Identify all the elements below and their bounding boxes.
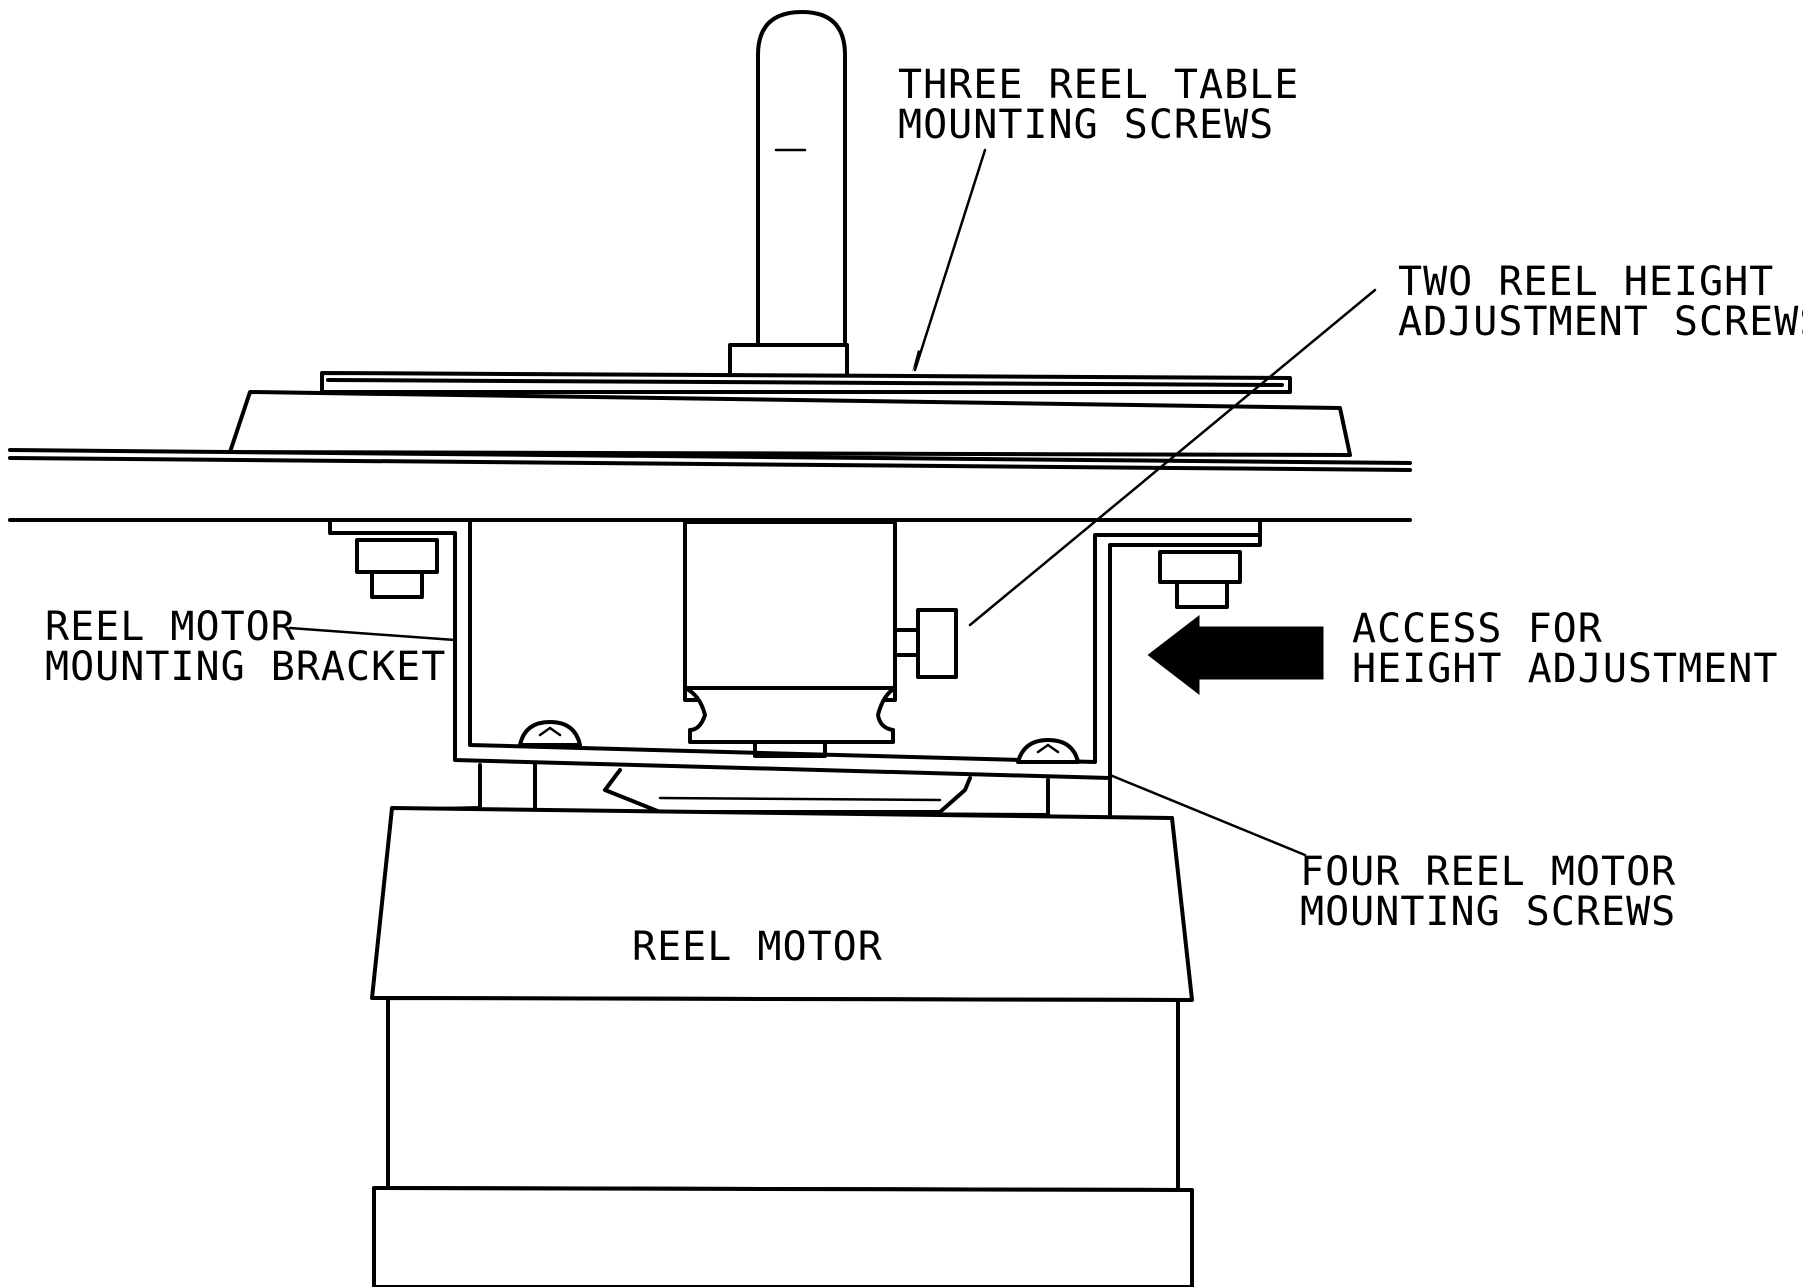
reel-motor-mounting-screws: [518, 720, 1080, 764]
label-reel-table-screws-line2: MOUNTING SCREWS: [898, 102, 1274, 148]
label-height-screws-line1: TWO REEL HEIGHT: [1398, 259, 1774, 305]
label-motor-screws-line2: MOUNTING SCREWS: [1300, 889, 1676, 935]
left-nut: [355, 538, 439, 599]
label-access-line2: HEIGHT ADJUSTMENT: [1352, 646, 1778, 692]
reel-hub: [683, 520, 897, 758]
label-access-line1: ACCESS FOR: [1352, 606, 1603, 652]
label-reel-table-screws-line1: THREE REEL TABLE: [898, 62, 1299, 108]
deck-plate: [8, 448, 1412, 522]
reel-table: [228, 343, 1352, 457]
leader-lines: [288, 148, 1377, 857]
label-motor-screws-line1: FOUR REEL MOTOR: [1300, 849, 1676, 895]
reel-motor-body: [370, 806, 1194, 1287]
label-bracket-line2: MOUNTING BRACKET: [45, 644, 446, 690]
label-bracket-line1: REEL MOTOR: [45, 604, 296, 650]
access-arrow-icon: [1147, 614, 1324, 696]
spindle: [756, 10, 847, 380]
height-adjustment-screw: [893, 608, 958, 679]
right-nut: [1158, 550, 1242, 609]
label-reel-motor: REEL MOTOR: [632, 924, 883, 970]
label-height-screws-line2: ADJUSTMENT SCREWS: [1398, 299, 1803, 345]
reel-motor-mounting-bracket: [328, 520, 1262, 780]
